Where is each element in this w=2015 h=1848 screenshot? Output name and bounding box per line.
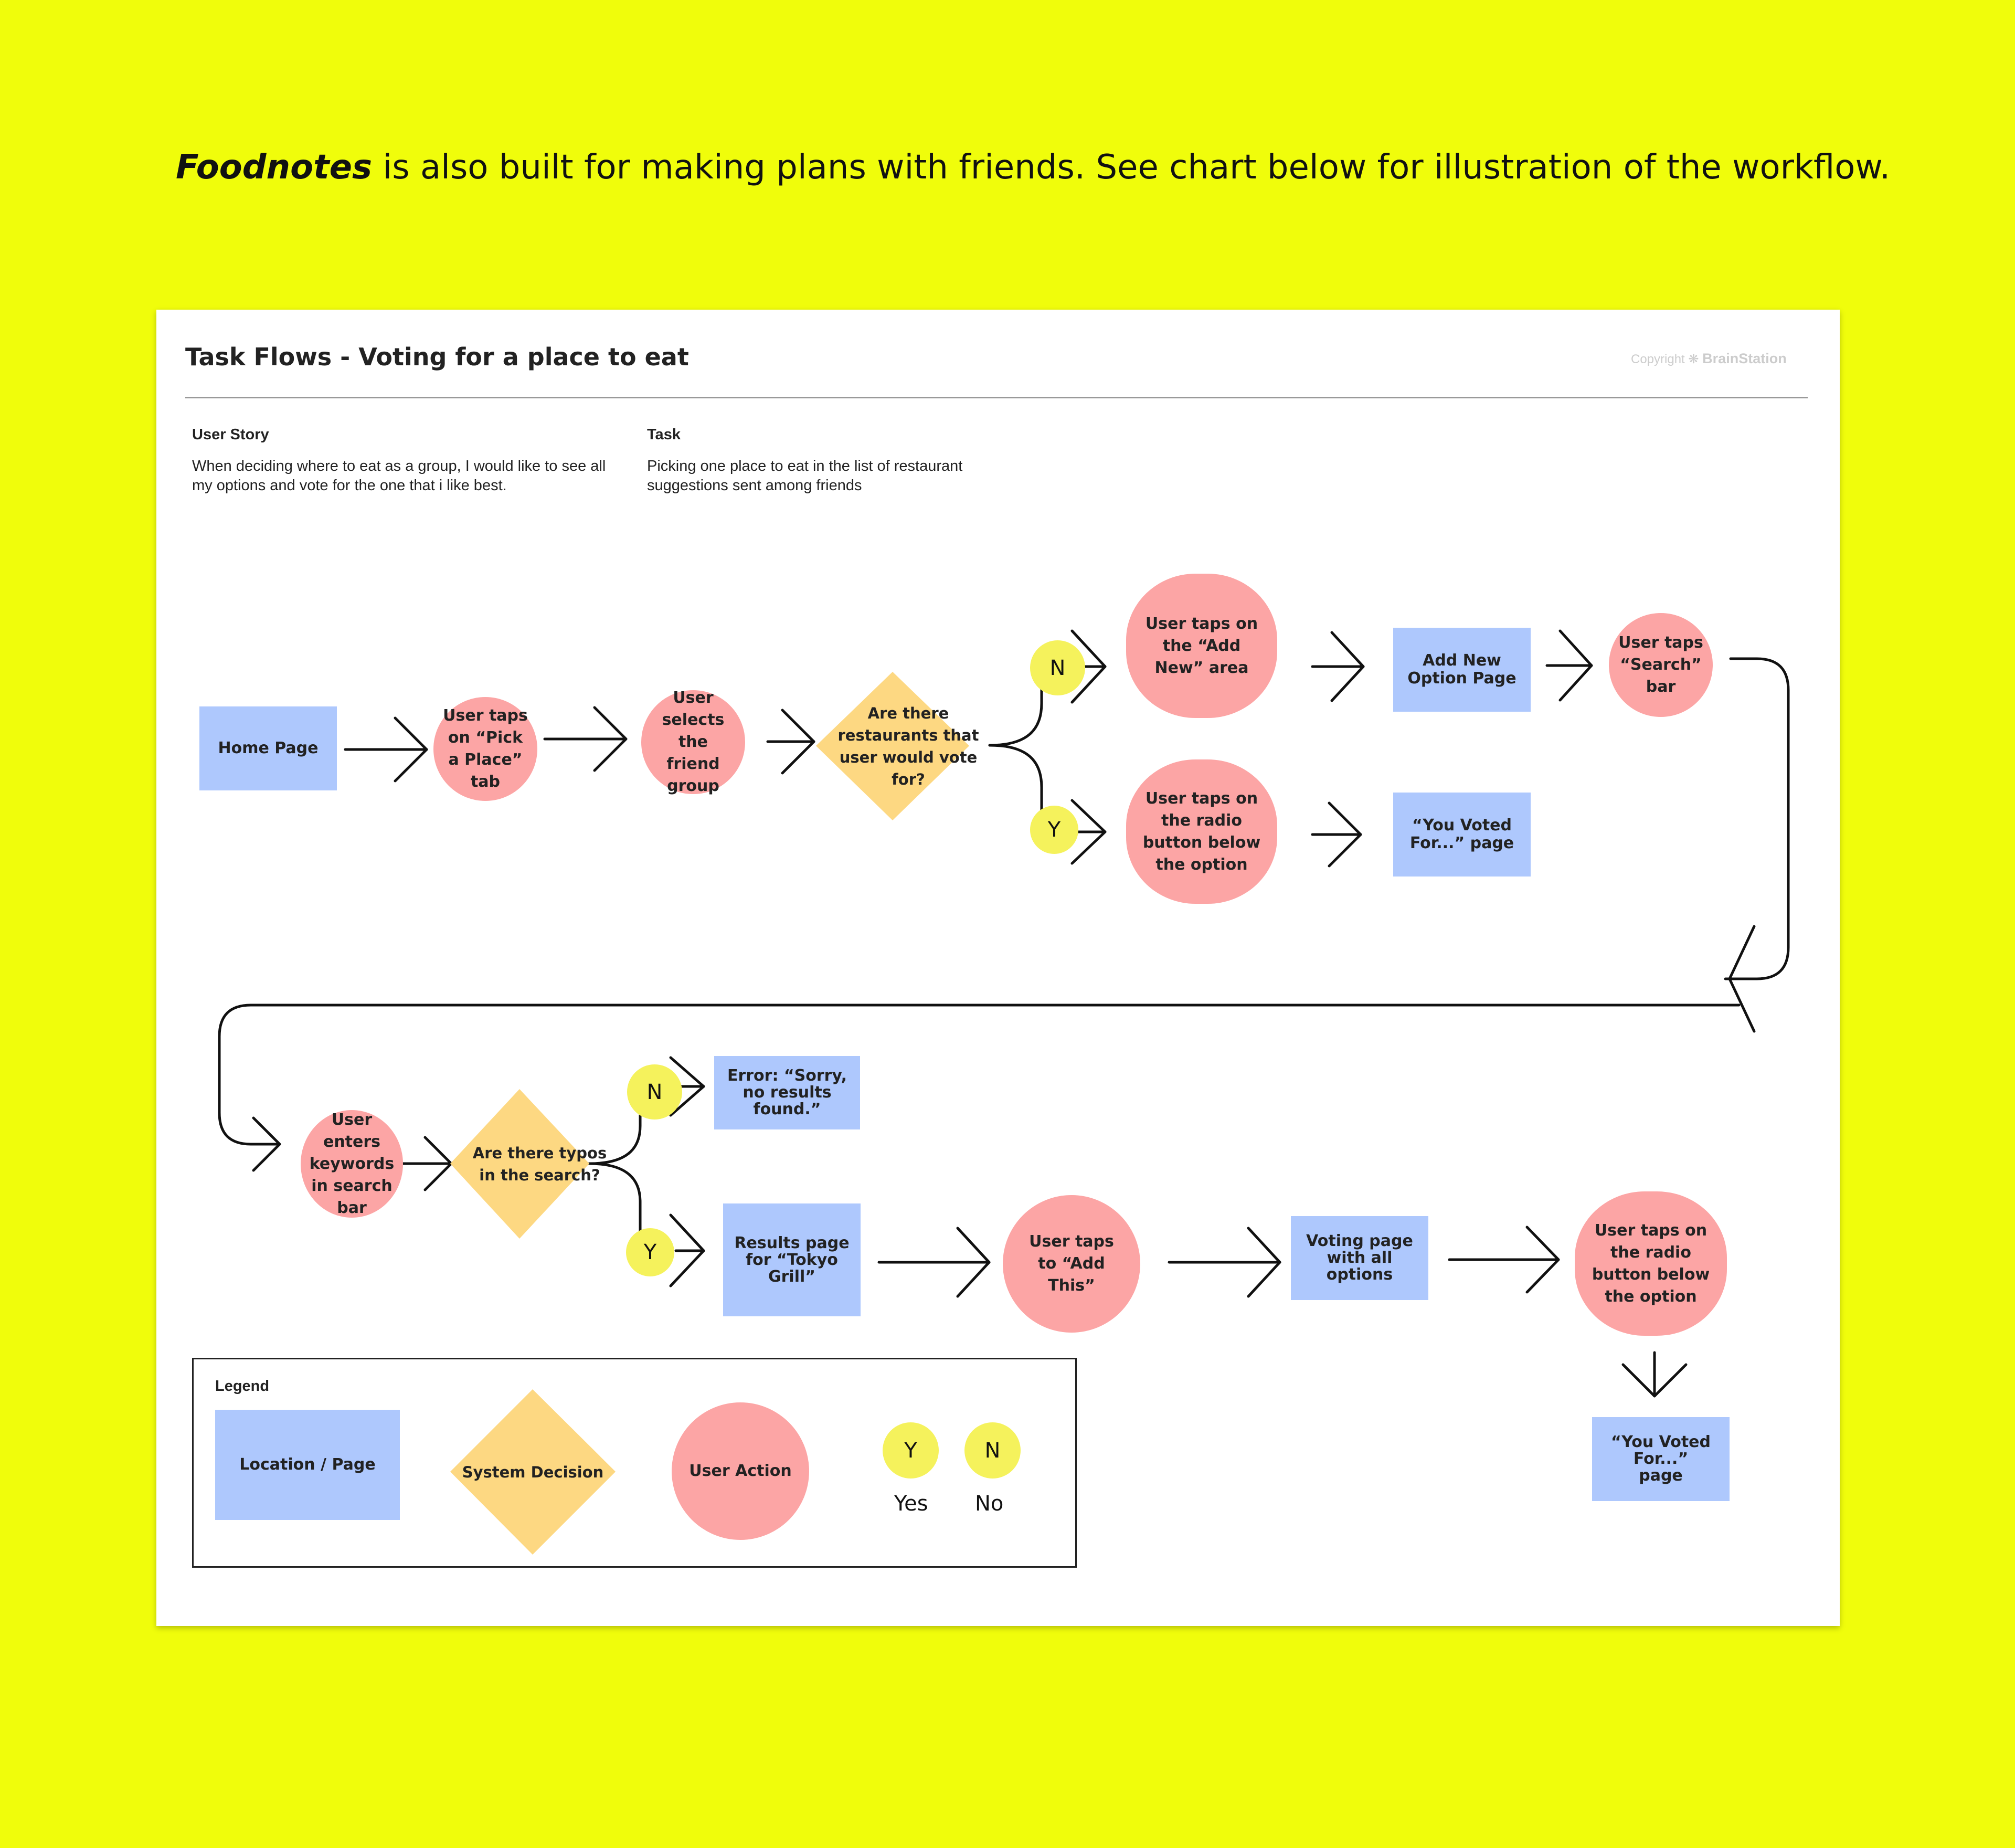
add-this-action-node: User taps to “Add This” [1003, 1195, 1140, 1333]
you-voted-final-page-node: “You Voted For...” page [1592, 1417, 1730, 1501]
diamond-shape [450, 1089, 589, 1239]
vote-decision-node: Are there restaurants that user would vo… [816, 672, 979, 820]
diamond-shape [450, 1389, 616, 1555]
intro-text: Foodnotes is also built for making plans… [176, 148, 1890, 187]
legend-location-swatch: Location / Page [215, 1410, 400, 1520]
card-title: Task Flows - Voting for a place to eat [185, 343, 689, 371]
flow-connectors [218, 629, 1790, 1398]
enter-keywords-action-node: User enters keywords in search bar [301, 1110, 403, 1218]
yes-badge: Y [626, 1228, 674, 1276]
task-label: Task [647, 426, 681, 443]
legend-yes-label: Yes [894, 1492, 928, 1516]
copyright-brand: BrainStation [1702, 351, 1787, 366]
copyright: Copyright ❋ BrainStation [1631, 351, 1787, 367]
add-new-action-node: User taps on the “Add New” area [1126, 574, 1277, 718]
voting-page-node: Voting page with all options [1291, 1216, 1428, 1300]
diamond-shape [816, 672, 969, 820]
legend-yes-badge: Y [883, 1422, 939, 1479]
yes-badge: Y [1030, 806, 1078, 854]
brand-name: Foodnotes [176, 148, 373, 187]
typos-decision-text: Are there typos in the search? [472, 1144, 607, 1184]
you-voted-page-node: “You Voted For...” page [1393, 793, 1531, 877]
brainstation-logo-icon: ❋ [1688, 352, 1699, 366]
radio-option-final-action-node: User taps on the radio button below the … [1575, 1191, 1727, 1336]
legend-title: Legend [215, 1378, 270, 1395]
legend [192, 1358, 1077, 1568]
add-new-option-page-node: Add New Option Page [1393, 628, 1531, 712]
copyright-label: Copyright [1631, 352, 1685, 366]
vote-decision-text: Are there restaurants that user would vo… [837, 704, 979, 788]
select-group-action-node: User selects the friend group [641, 689, 745, 795]
task-text: Picking one place to eat in the list of … [647, 458, 963, 494]
error-no-results-node: Error: “Sorry, no results found.” [714, 1056, 860, 1129]
user-story-text: When deciding where to eat as a group, I… [192, 458, 606, 494]
intro-sentence: is also built for making plans with frie… [372, 148, 1891, 187]
home-page-node: Home Page [199, 706, 337, 790]
task-flow-card: Task Flows - Voting for a place to eat C… [156, 310, 1840, 1626]
radio-option-action-node: User taps on the radio button below the … [1126, 759, 1277, 904]
legend-action-swatch: User Action [672, 1402, 809, 1540]
divider [185, 397, 1808, 398]
results-page-node: Results page for “Tokyo Grill” [723, 1203, 861, 1316]
pick-place-action-node: User taps on “Pick a Place” tab [433, 697, 537, 801]
legend-decision-text: System Decision [462, 1463, 604, 1481]
typos-decision-node: Are there typos in the search? [450, 1089, 607, 1239]
user-story-label: User Story [192, 426, 269, 443]
search-bar-action-node: User taps “Search” bar [1609, 613, 1713, 717]
no-badge: N [627, 1064, 682, 1120]
legend-no-label: No [975, 1492, 1004, 1516]
no-badge: N [1030, 640, 1085, 695]
legend-decision-swatch: System Decision [450, 1389, 616, 1555]
legend-no-badge: N [964, 1422, 1021, 1479]
